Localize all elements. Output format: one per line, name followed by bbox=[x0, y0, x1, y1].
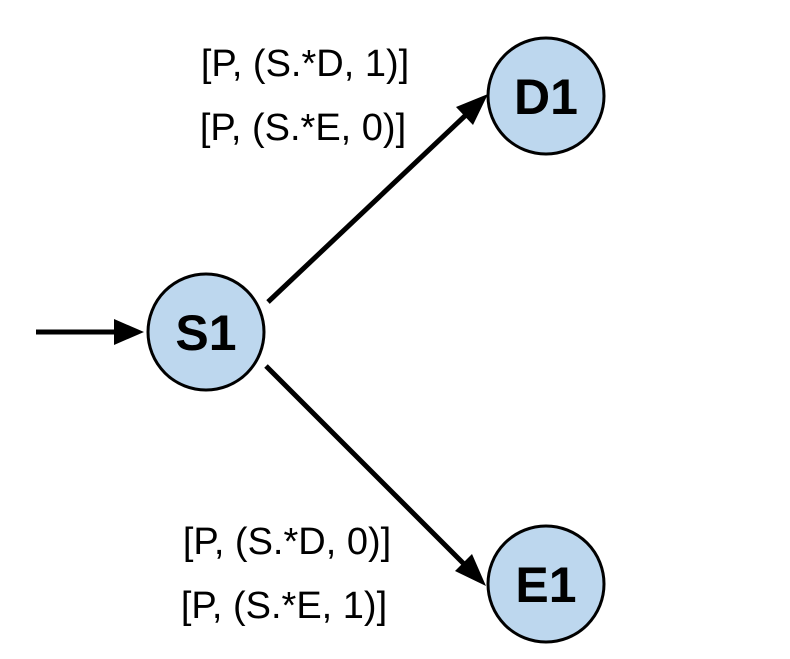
edge-label: [P, (S.*E, 1)] bbox=[181, 585, 387, 627]
edge-s1-to-d1-labels: [P, (S.*D, 1)] [P, (S.*E, 0)] bbox=[200, 43, 409, 149]
edge-label: [P, (S.*D, 0)] bbox=[183, 521, 391, 563]
initial-arrow bbox=[36, 319, 144, 345]
node-s1-label: S1 bbox=[175, 305, 236, 361]
node-e1-circle bbox=[486, 524, 606, 644]
edge-label: [P, (S.*D, 1)] bbox=[201, 43, 409, 85]
node-d1-circle bbox=[486, 36, 606, 156]
edge-s1-to-e1 bbox=[264, 364, 486, 586]
node-s1-circle bbox=[146, 272, 266, 392]
node-e1-label: E1 bbox=[515, 557, 576, 613]
edge-label: [P, (S.*E, 0)] bbox=[200, 107, 406, 149]
edge-s1-to-e1-labels: [P, (S.*D, 0)] [P, (S.*E, 1)] bbox=[181, 521, 391, 627]
node-s1[interactable]: S1 bbox=[146, 272, 266, 392]
node-e1[interactable]: E1 bbox=[486, 524, 606, 644]
edge-s1-to-d1 bbox=[266, 94, 488, 304]
node-d1[interactable]: D1 bbox=[486, 36, 606, 156]
node-d1-label: D1 bbox=[514, 69, 578, 125]
